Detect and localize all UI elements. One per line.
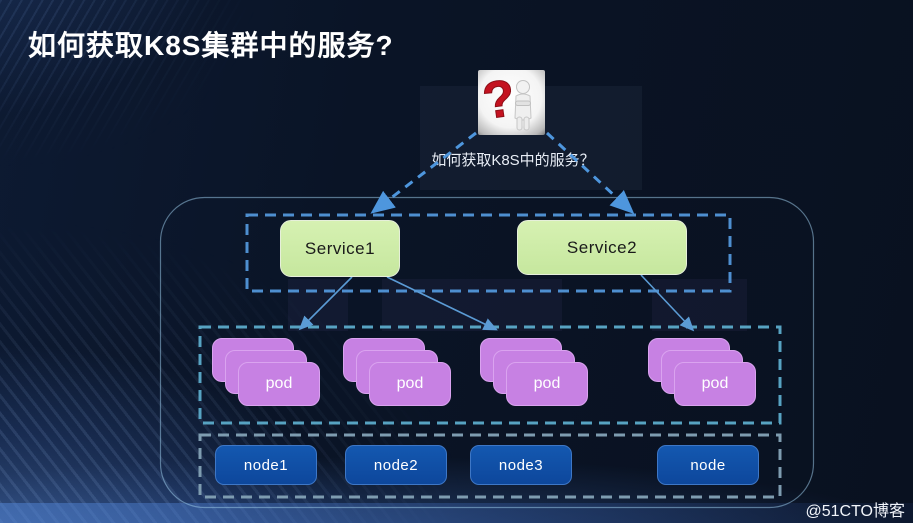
node4-box: node	[657, 445, 759, 485]
pod-card-front: pod	[506, 362, 588, 406]
service2-label: Service2	[566, 237, 638, 257]
background-swoosh-top-left	[0, 0, 260, 170]
pod-stack-1: pod	[212, 338, 320, 406]
question-mark-icon: ?	[478, 69, 545, 140]
service1-label: Service1	[304, 238, 376, 258]
pod-card-front: pod	[238, 362, 320, 406]
watermark: @51CTO博客	[805, 503, 905, 520]
page-title: 如何获取K8S集群中的服务?	[28, 30, 394, 61]
background-band	[288, 279, 348, 331]
service1-box: Service1	[280, 220, 400, 277]
node3-label: node3	[498, 456, 544, 474]
node3-box: node3	[470, 445, 572, 485]
pod-stack-4: pod	[648, 338, 756, 406]
node2-box: node2	[345, 445, 447, 485]
pod-card-front: pod	[674, 362, 756, 406]
node1-label: node1	[243, 456, 289, 474]
node1-box: node1	[215, 445, 317, 485]
background-bottom-glow	[0, 503, 913, 523]
pod-stack-2: pod	[343, 338, 451, 406]
background-band	[382, 279, 562, 331]
question-label: 如何获取K8S中的服务？	[431, 152, 595, 169]
pod-card-front: pod	[369, 362, 451, 406]
pod-stack-3: pod	[480, 338, 588, 406]
node2-label: node2	[373, 456, 419, 474]
background-band	[652, 279, 747, 331]
thinking-figure-icon	[514, 80, 532, 131]
service2-box: Service2	[517, 220, 687, 275]
node4-label: node	[690, 456, 726, 474]
